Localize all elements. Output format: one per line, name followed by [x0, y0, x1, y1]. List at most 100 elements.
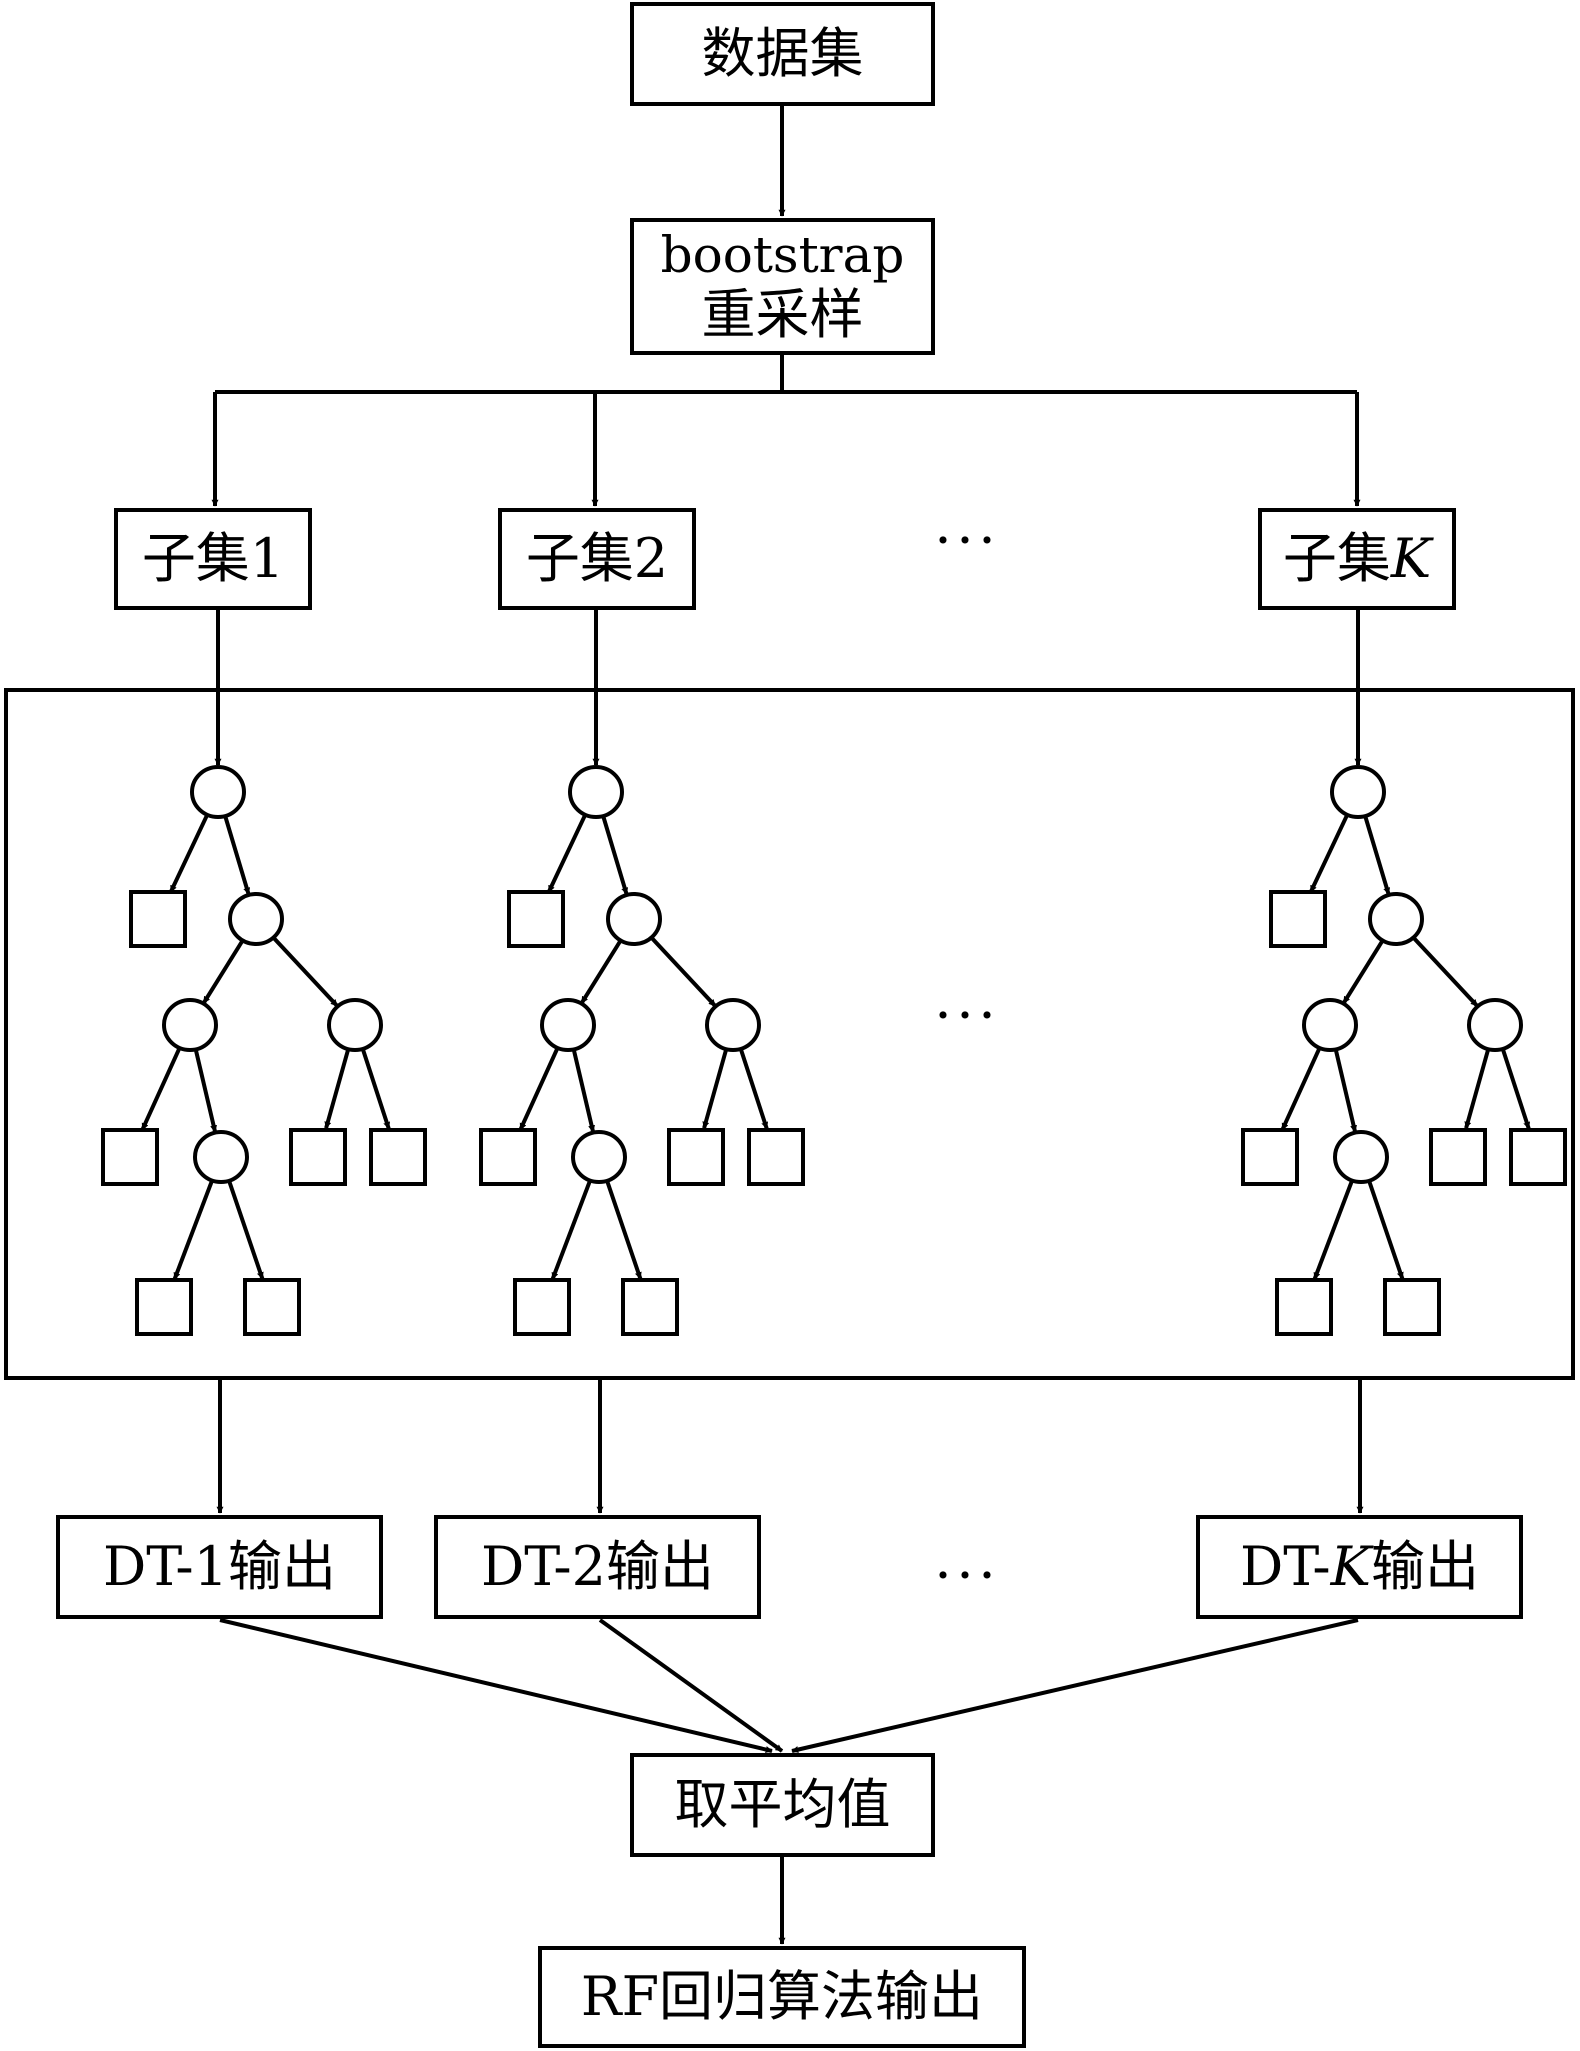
- decision-tree-2: [479, 765, 805, 1336]
- subset2-label: 子集2: [525, 526, 669, 590]
- tree-split-node: [705, 998, 761, 1052]
- dt2-box: DT-2输出: [434, 1515, 761, 1619]
- tree-split-node: [1330, 765, 1386, 819]
- tree-edge: [1500, 1047, 1531, 1130]
- forest-container: [4, 688, 1575, 1380]
- tree-edge: [1342, 938, 1386, 1004]
- tree-edge: [1410, 935, 1479, 1008]
- bootstrap-label: bootstrap: [660, 225, 905, 284]
- tree-edge: [604, 1179, 643, 1280]
- ellipsis-outputs: ···: [933, 1542, 999, 1608]
- tree-edge: [193, 1047, 218, 1133]
- tree-edge: [580, 938, 624, 1004]
- tree-edge: [1309, 812, 1350, 893]
- subset1-label: 子集1: [141, 526, 285, 590]
- tree-leaf-node: [289, 1128, 347, 1186]
- subset1-box: 子集1: [114, 508, 312, 610]
- tree-split-node: [162, 998, 218, 1052]
- tree-leaf-node: [667, 1128, 725, 1186]
- tree-split-node: [1333, 1130, 1389, 1184]
- dt1-box: DT-1输出: [56, 1515, 383, 1619]
- tree-split-node: [1302, 998, 1358, 1052]
- tree-leaf-node: [513, 1278, 571, 1336]
- tree-edge: [1464, 1047, 1491, 1129]
- ellipsis-trees: ···: [933, 982, 999, 1048]
- tree-edge: [270, 935, 339, 1008]
- tree-leaf-node: [369, 1128, 427, 1186]
- tree-edge: [360, 1047, 391, 1130]
- tree-edge: [324, 1047, 351, 1129]
- tree-split-node: [327, 998, 383, 1052]
- tree-leaf-node: [1429, 1128, 1487, 1186]
- dt1-label: DT-1输出: [103, 1534, 336, 1598]
- decision-tree-3: [1241, 765, 1567, 1336]
- dataset-box: 数据集: [630, 2, 935, 106]
- rf-output-box: RF回归算法输出: [538, 1946, 1026, 2048]
- dt2-label: DT-2输出: [481, 1534, 714, 1598]
- tree-edge: [702, 1047, 729, 1129]
- tree-split-node: [568, 765, 624, 819]
- tree-leaf-node: [1275, 1278, 1333, 1336]
- tree-split-node: [190, 765, 246, 819]
- tree-edge: [518, 1046, 560, 1131]
- tree-leaf-node: [1383, 1278, 1441, 1336]
- tree-leaf-node: [135, 1278, 193, 1336]
- dataset-label: 数据集: [701, 21, 864, 85]
- tree-edge: [169, 812, 210, 893]
- dtK-label-suffix: 输出: [1370, 1534, 1479, 1598]
- dtK-label-prefix: DT-: [1240, 1534, 1331, 1598]
- tree-leaf-node: [507, 890, 565, 948]
- tree-split-node: [606, 892, 662, 946]
- decision-tree-1: [101, 765, 427, 1336]
- tree-edge: [600, 814, 629, 895]
- tree-split-node: [193, 1130, 249, 1184]
- tree-leaf-node: [1509, 1128, 1567, 1186]
- tree-edge: [1333, 1047, 1358, 1133]
- tree-split-node: [228, 892, 284, 946]
- tree-leaf-node: [101, 1128, 159, 1186]
- average-label: 取平均值: [674, 1772, 891, 1836]
- tree-edge: [222, 814, 251, 895]
- tree-edge: [1366, 1179, 1405, 1280]
- tree-leaf-node: [243, 1278, 301, 1336]
- tree-edge: [738, 1047, 769, 1130]
- tree-edge: [571, 1047, 596, 1133]
- subsetK-label: 子集: [1282, 526, 1391, 590]
- tree-leaf-node: [129, 890, 187, 948]
- average-box: 取平均值: [630, 1753, 935, 1857]
- tree-edge: [1312, 1178, 1355, 1280]
- ellipsis-subsets: ···: [933, 507, 999, 573]
- tree-split-node: [540, 998, 596, 1052]
- subsetK-var: K: [1390, 526, 1432, 590]
- tree-split-node: [571, 1130, 627, 1184]
- tree-leaf-node: [621, 1278, 679, 1336]
- tree-leaf-node: [747, 1128, 805, 1186]
- arrow-dt2-to-average: [598, 1618, 784, 1753]
- resample-label: 重采样: [701, 283, 864, 347]
- tree-edge: [226, 1179, 265, 1280]
- arrow-dt1-to-average: [219, 1618, 773, 1753]
- tree-leaf-node: [479, 1128, 537, 1186]
- arrow-dtK-to-average: [791, 1618, 1359, 1753]
- tree-edge: [648, 935, 717, 1008]
- tree-edge: [550, 1178, 593, 1280]
- tree-edge: [172, 1178, 215, 1280]
- subset2-box: 子集2: [498, 508, 696, 610]
- tree-edge: [547, 812, 588, 893]
- tree-split-node: [1467, 998, 1523, 1052]
- tree-leaf-node: [1269, 890, 1327, 948]
- tree-leaf-node: [1241, 1128, 1299, 1186]
- tree-edge: [202, 938, 246, 1004]
- dtK-var: K: [1330, 1534, 1371, 1598]
- decision-trees: [101, 765, 1567, 1336]
- tree-edge: [140, 1046, 182, 1131]
- bootstrap-box: bootstrap 重采样: [630, 218, 935, 355]
- tree-edge: [1280, 1046, 1322, 1131]
- tree-split-node: [1368, 892, 1424, 946]
- connectors: [211, 106, 1364, 1945]
- tree-edge: [1362, 814, 1391, 895]
- rf-output-label: RF回归算法输出: [580, 1964, 984, 2028]
